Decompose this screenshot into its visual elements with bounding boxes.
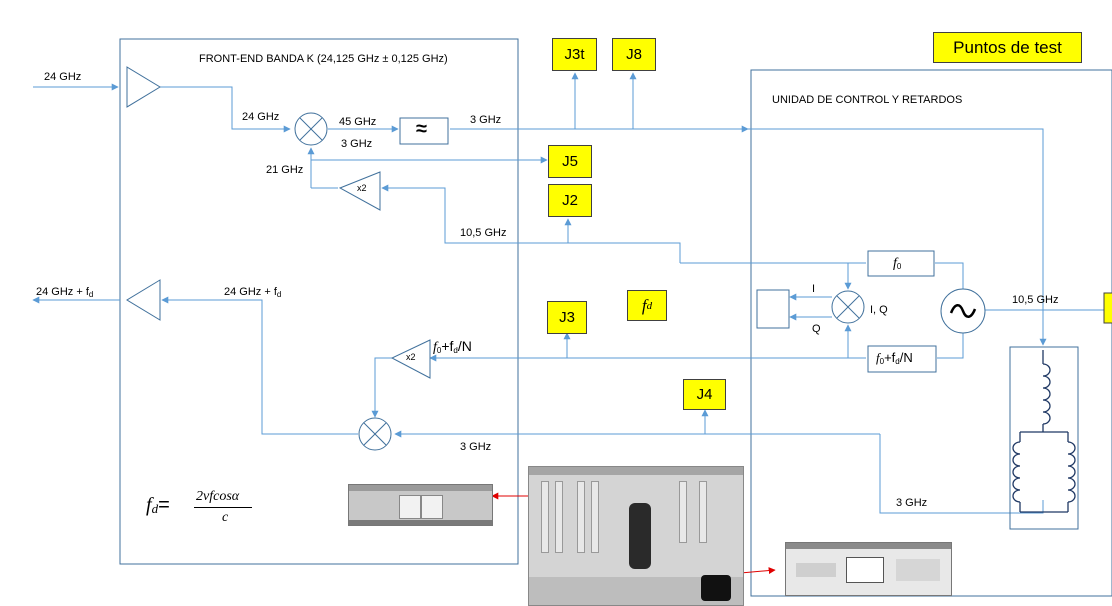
label-cu-3ghz: 3 GHz — [896, 497, 928, 509]
label-mixer-q: Q — [812, 323, 821, 335]
control-unit-photo — [785, 542, 952, 596]
formula-numerator: 2vfcosα — [196, 489, 240, 504]
label-f0-fd-n: f0+fd/N — [433, 338, 472, 355]
test-point-j3: J3 — [547, 301, 587, 334]
fd-symbol: f — [641, 295, 647, 315]
j5-tap-line — [310, 156, 548, 164]
x2-multiplier-a-icon — [338, 171, 381, 211]
test-point-j5: J5 — [548, 145, 592, 178]
amp-to-mixer-line — [160, 86, 291, 133]
label-input-24ghz: 24 GHz — [44, 71, 82, 83]
label-f0fd-box: f0+fd/N — [876, 350, 913, 366]
label-x2-a: x2 — [357, 183, 367, 193]
tx-mixer-icon — [358, 417, 392, 451]
connector-panel-photo — [528, 466, 744, 606]
osc-to-f0fd-line — [937, 330, 964, 359]
label-mixer-24ghz: 24 GHz — [242, 111, 280, 123]
control-unit-box — [750, 69, 1112, 597]
frontend-title: FRONT-END BANDA K (24,125 GHz ± 0,125 GH… — [199, 53, 448, 65]
oscillator-icon — [940, 288, 986, 334]
mixer2-to-tx-line — [161, 296, 358, 435]
legend-test-points: Puntos de test — [933, 32, 1082, 63]
formula-denominator: c — [222, 510, 229, 525]
label-x2-b: x2 — [406, 352, 416, 362]
test-point-j8: J8 — [612, 38, 656, 71]
label-out-3ghz: 3 GHz — [470, 114, 502, 126]
label-mixer-iq: I, Q — [870, 304, 888, 316]
doppler-formula: fd= — [146, 494, 170, 516]
label-out-24ghz-fd: 24 GHz + fd — [36, 286, 94, 299]
lowpass-filter-symbol: ≈ — [416, 118, 427, 140]
iq-output-box — [756, 289, 790, 329]
test-point-j2: J2 — [548, 184, 592, 217]
coil-inductor-icon — [1009, 346, 1079, 530]
label-ret-3ghz: 3 GHz — [460, 441, 492, 453]
label-lo-105ghz: 10,5 GHz — [460, 227, 507, 239]
label-f0-box: f0 — [893, 256, 902, 271]
test-point-j4: J4 — [683, 379, 726, 410]
x2b-to-mixer-line — [371, 357, 392, 418]
f0fd-box — [867, 345, 937, 373]
if-to-coil-line — [748, 128, 1047, 346]
label-mixer-3ghz: 3 GHz — [341, 138, 373, 150]
lo-from-osc-line — [935, 262, 964, 300]
rx-mixer-icon — [294, 112, 328, 146]
f0-box — [867, 250, 935, 277]
iq-mixer-icon — [831, 290, 865, 324]
control-unit-title: UNIDAD DE CONTROL Y RETARDOS — [772, 94, 963, 106]
formula-fraction-bar — [194, 507, 252, 508]
label-mixer-45ghz: 45 GHz — [339, 116, 377, 128]
x2-multiplier-b-icon — [390, 339, 431, 379]
j3t-tap-line — [518, 72, 579, 130]
fd-subscript: d — [646, 299, 653, 312]
frontend-box — [119, 38, 519, 565]
lo-105-to-x2-line — [381, 184, 681, 263]
lowpass-filter-icon — [399, 117, 449, 145]
label-lo-21ghz: 21 GHz — [266, 164, 304, 176]
label-osc-105ghz: 10,5 GHz — [1012, 294, 1059, 306]
test-point-j3t: J3t — [552, 38, 597, 71]
cu-3ghz-line — [879, 434, 1044, 514]
label-mixer-i: I — [812, 283, 816, 295]
panel-photo-frontend — [348, 484, 493, 526]
test-point-ext — [1103, 292, 1112, 324]
rx-amplifier-icon — [126, 66, 161, 108]
label-tx-24ghz-fd: 24 GHz + fd — [224, 286, 282, 299]
tx-amplifier-icon — [126, 279, 161, 321]
